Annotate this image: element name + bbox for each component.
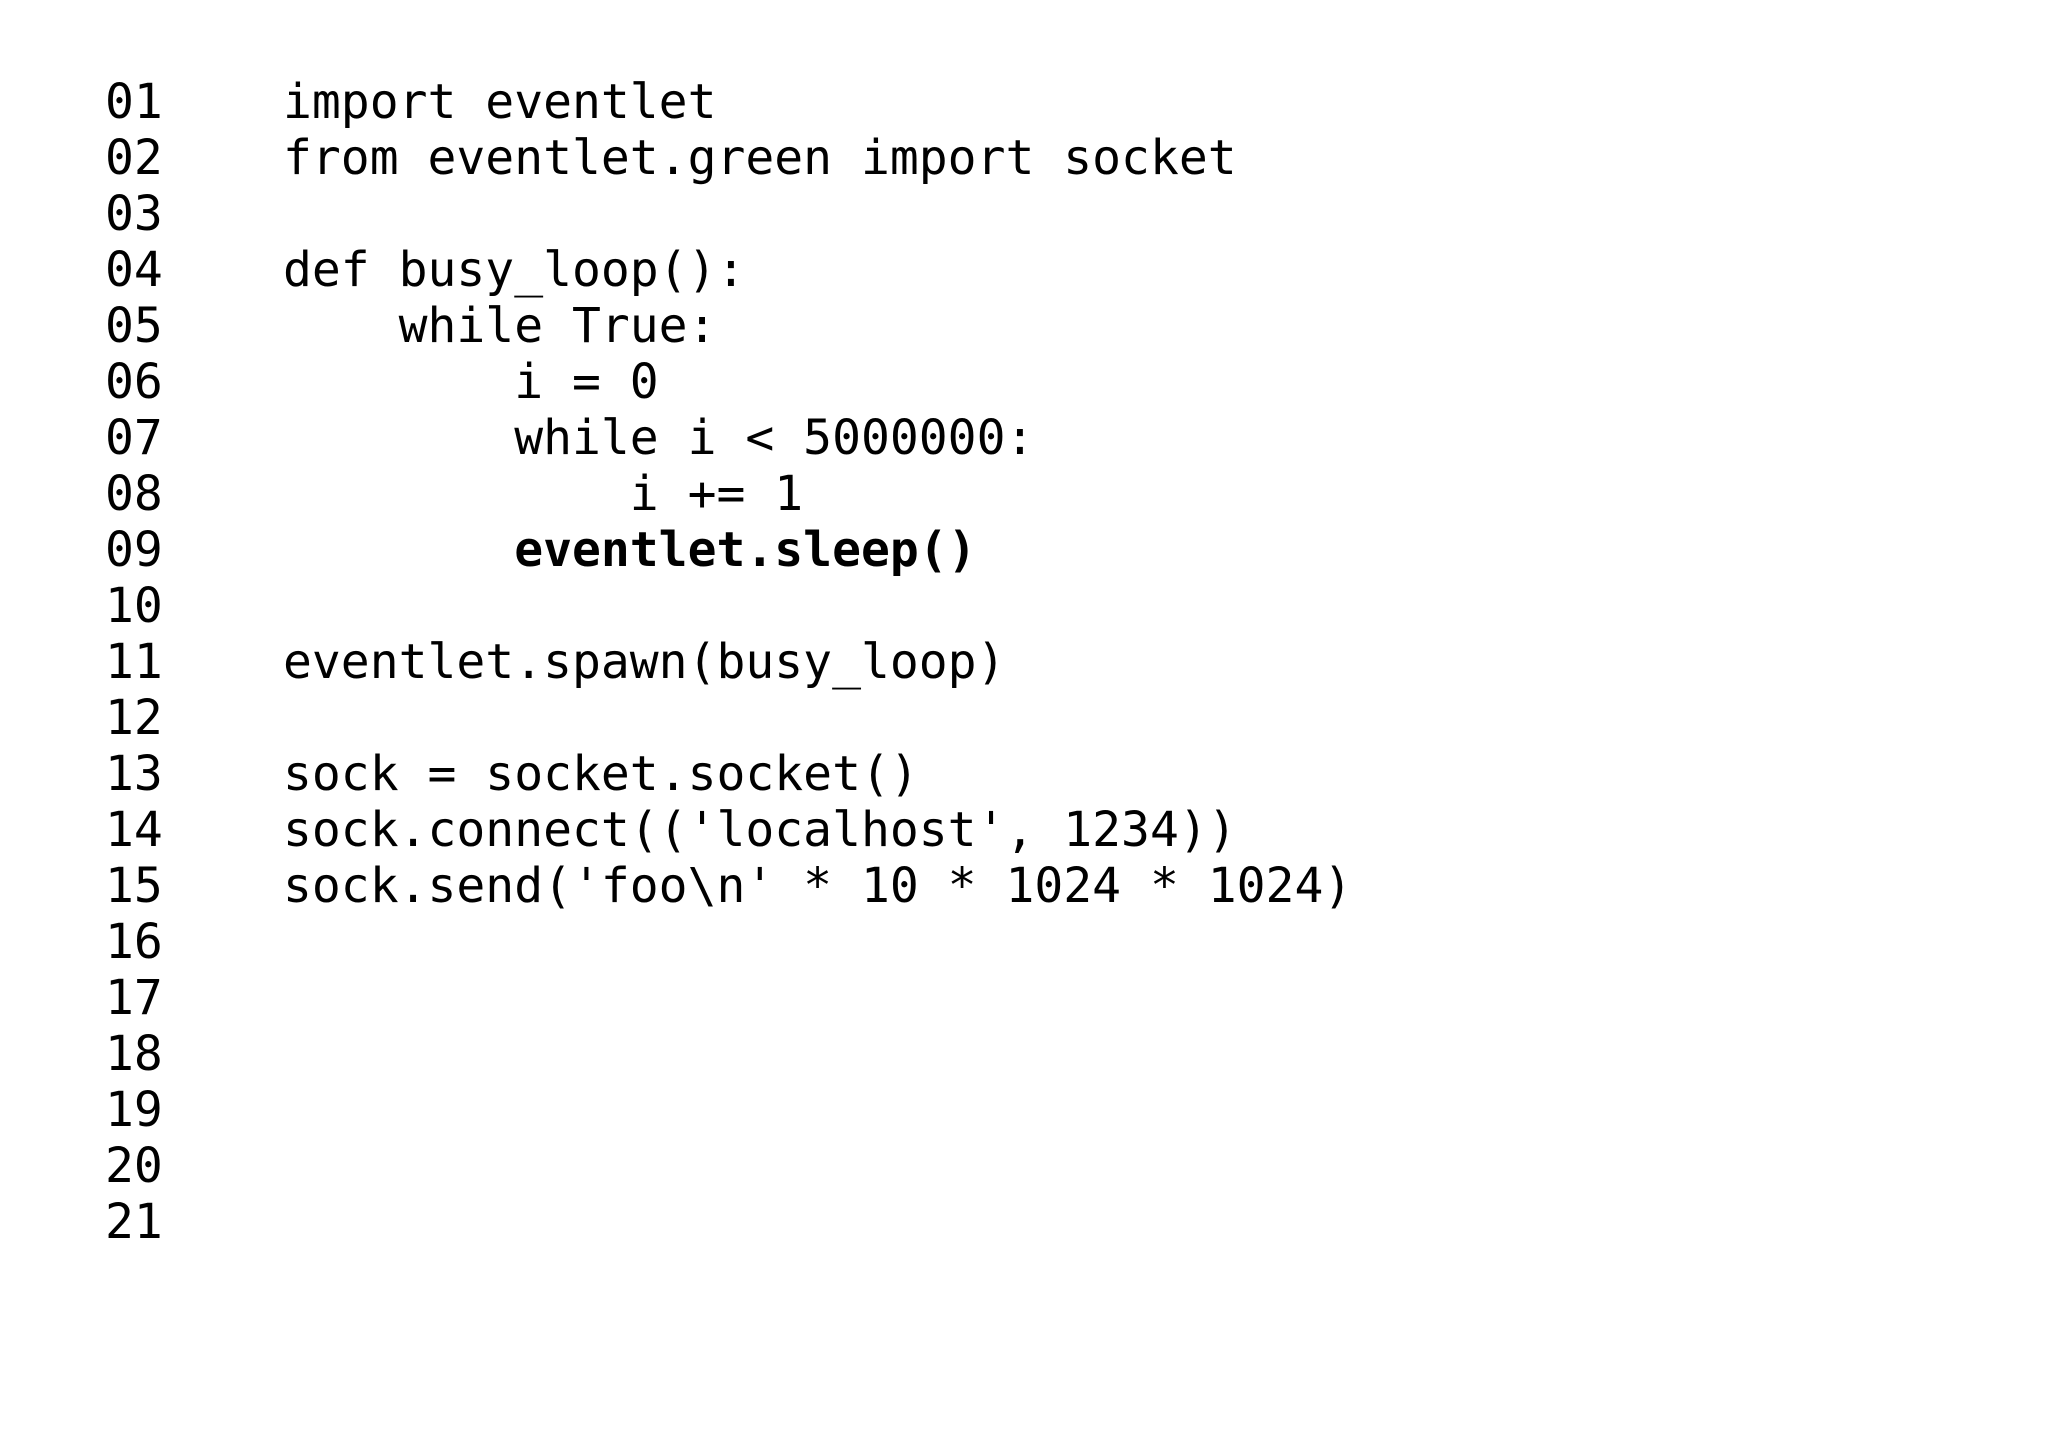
line-number: 09 [105, 522, 163, 578]
code-line: 04 def busy_loop(): [105, 242, 1352, 298]
code-line: 20 [105, 1138, 1352, 1194]
line-number: 10 [105, 578, 163, 634]
line-number: 08 [105, 466, 163, 522]
code-line: 18 [105, 1026, 1352, 1082]
line-number: 18 [105, 1026, 163, 1082]
code-line: 05 while True: [105, 298, 1352, 354]
code-line: 16 [105, 914, 1352, 970]
line-number: 12 [105, 690, 163, 746]
code-text: while True: [283, 298, 717, 354]
code-line: 19 [105, 1082, 1352, 1138]
line-number: 01 [105, 74, 163, 130]
code-text: import eventlet [283, 74, 717, 130]
code-line: 12 [105, 690, 1352, 746]
line-number: 11 [105, 634, 163, 690]
line-number: 02 [105, 130, 163, 186]
code-line: 01 import eventlet [105, 74, 1352, 130]
line-number: 21 [105, 1194, 163, 1250]
line-number: 16 [105, 914, 163, 970]
code-text: def busy_loop(): [283, 242, 746, 298]
code-line: 09 eventlet.sleep() [105, 522, 1352, 578]
code-line: 13 sock = socket.socket() [105, 746, 1352, 802]
code-line: 03 [105, 186, 1352, 242]
code-listing: 01 import eventlet 02 from eventlet.green i… [105, 74, 1352, 1250]
code-line: 15 sock.send('foo\n' * 10 * 1024 * 1024) [105, 858, 1352, 914]
code-line: 10 [105, 578, 1352, 634]
code-line: 21 [105, 1194, 1352, 1250]
line-number: 15 [105, 858, 163, 914]
code-line: 06 i = 0 [105, 354, 1352, 410]
code-text: i += 1 [283, 466, 804, 522]
code-text: i = 0 [283, 354, 659, 410]
code-text: sock.send('foo\n' * 10 * 1024 * 1024) [283, 858, 1353, 914]
line-number: 04 [105, 242, 163, 298]
code-line: 07 while i < 5000000: [105, 410, 1352, 466]
line-number: 20 [105, 1138, 163, 1194]
code-text: while i < 5000000: [283, 410, 1035, 466]
code-text: sock.connect(('localhost', 1234)) [283, 802, 1237, 858]
code-text: sock = socket.socket() [283, 746, 919, 802]
line-number: 07 [105, 410, 163, 466]
code-line: 02 from eventlet.green import socket [105, 130, 1352, 186]
code-line: 11 eventlet.spawn(busy_loop) [105, 634, 1352, 690]
line-number: 19 [105, 1082, 163, 1138]
code-line: 08 i += 1 [105, 466, 1352, 522]
line-number: 14 [105, 802, 163, 858]
code-line: 14 sock.connect(('localhost', 1234)) [105, 802, 1352, 858]
code-line: 17 [105, 970, 1352, 1026]
line-number: 06 [105, 354, 163, 410]
line-number: 17 [105, 970, 163, 1026]
code-text: eventlet.spawn(busy_loop) [283, 634, 1006, 690]
code-text: eventlet.sleep() [283, 522, 977, 578]
line-number: 05 [105, 298, 163, 354]
line-number: 13 [105, 746, 163, 802]
code-text: from eventlet.green import socket [283, 130, 1237, 186]
line-number: 03 [105, 186, 163, 242]
